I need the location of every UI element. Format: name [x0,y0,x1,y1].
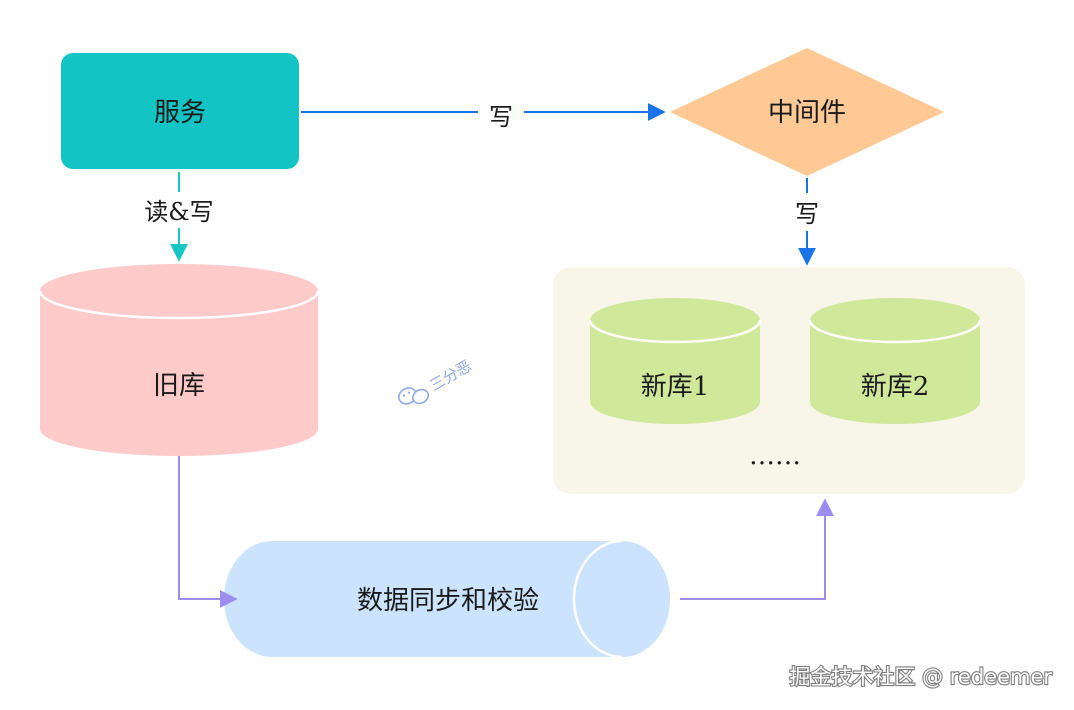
old-db-cylinder: 旧库 [38,264,320,456]
more-ellipsis: …… [749,441,801,471]
watermark-center: 三分恶 [398,357,475,405]
middleware-node: 中间件 [670,48,944,176]
footer-watermark: 掘金技术社区 @ redeemer [789,665,1052,689]
edge-label-service-to-old-db: 读&写 [144,198,213,226]
old-db-label: 旧库 [153,371,205,401]
new-db-1-cylinder: 新库1 [588,298,762,424]
new-db-2-label: 新库2 [861,372,930,402]
new-db-2-cylinder: 新库2 [808,298,982,424]
edge-sync-to-new-dbs [680,498,834,600]
edge-middleware-to-new-dbs: 写 [795,178,819,266]
edge-old-db-to-sync [178,456,238,608]
watermark-center-text: 三分恶 [427,357,475,395]
service-label: 服务 [154,98,206,128]
edge-label-service-to-middleware: 写 [489,103,513,131]
edge-label-middleware-to-new-dbs: 写 [795,200,819,228]
new-db-1-label: 新库1 [641,372,710,402]
sync-cylinder: 数据同步和校验 [224,539,670,659]
wechat-icon [398,387,430,405]
service-node: 服务 [61,53,299,169]
sync-label: 数据同步和校验 [357,586,539,616]
middleware-diamond [670,48,944,176]
middleware-label: 中间件 [768,98,846,128]
service-box [61,53,299,169]
edge-service-to-old-db: 读&写 [144,172,214,262]
edge-service-to-middleware: 写 [301,103,666,131]
